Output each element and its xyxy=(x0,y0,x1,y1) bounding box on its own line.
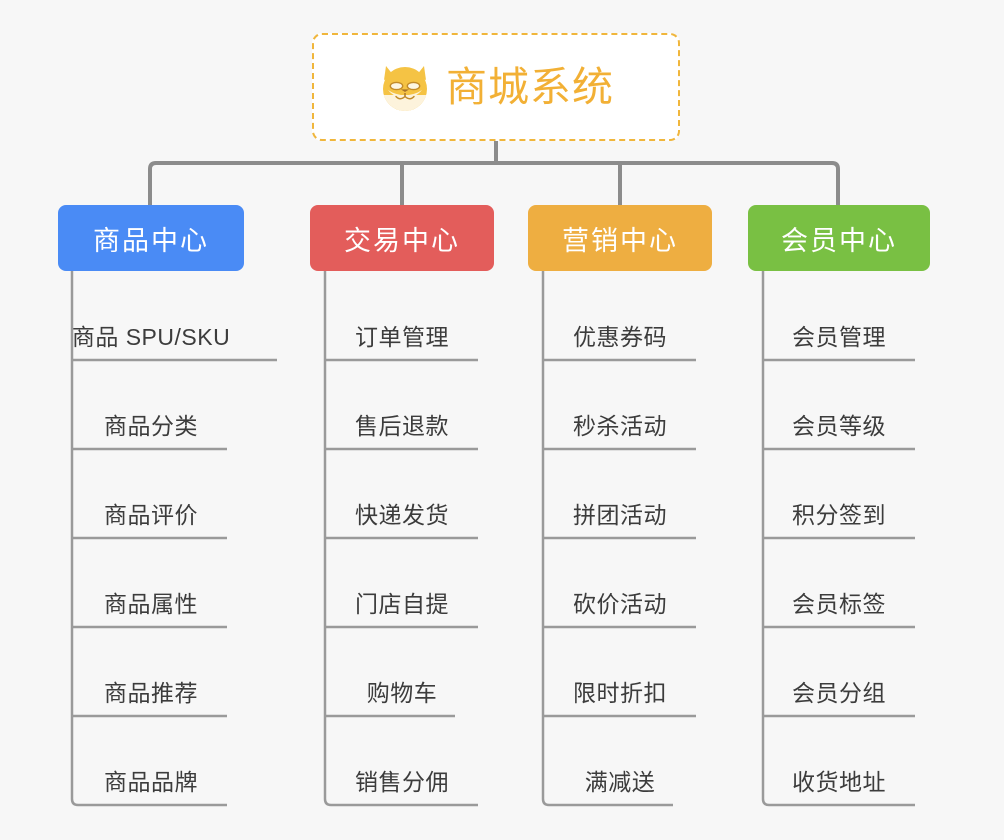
leaf-list-member-center: 会员管理会员等级积分签到会员标签会员分组收货地址 xyxy=(748,271,930,805)
leaf-label: 满减送 xyxy=(584,769,656,795)
root-node[interactable]: 商城系统 xyxy=(312,33,680,141)
leaf-label: 积分签到 xyxy=(792,502,886,528)
leaf-item[interactable]: 商品 SPU/SKU xyxy=(58,271,244,360)
leaf-label: 会员等级 xyxy=(792,413,886,439)
leaf-item[interactable]: 购物车 xyxy=(310,627,494,716)
leaf-label: 购物车 xyxy=(366,680,438,706)
category-title: 会员中心 xyxy=(781,225,897,256)
leaf-label: 商品评价 xyxy=(104,502,198,528)
leaf-item[interactable]: 满减送 xyxy=(528,716,712,805)
category-column-trade-center: 交易中心订单管理售后退款快递发货门店自提购物车销售分佣 xyxy=(310,205,494,805)
leaf-label: 会员管理 xyxy=(792,324,886,350)
leaf-label: 商品属性 xyxy=(104,591,198,617)
leaf-label: 商品 SPU/SKU xyxy=(71,324,231,350)
leaf-item[interactable]: 快递发货 xyxy=(310,449,494,538)
leaf-item[interactable]: 收货地址 xyxy=(748,716,930,805)
leaf-label: 会员分组 xyxy=(792,680,886,706)
leaf-item[interactable]: 商品属性 xyxy=(58,538,244,627)
leaf-item[interactable]: 积分签到 xyxy=(748,449,930,538)
leaf-label: 售后退款 xyxy=(355,413,449,439)
leaf-label: 秒杀活动 xyxy=(573,413,667,439)
category-title: 交易中心 xyxy=(344,225,460,256)
category-column-marketing-center: 营销中心优惠券码秒杀活动拼团活动砍价活动限时折扣满减送 xyxy=(528,205,712,805)
leaf-list-marketing-center: 优惠券码秒杀活动拼团活动砍价活动限时折扣满减送 xyxy=(528,271,712,805)
leaf-label: 商品分类 xyxy=(104,413,198,439)
leaf-label: 销售分佣 xyxy=(355,769,449,795)
category-title: 商品中心 xyxy=(93,225,209,256)
leaf-item[interactable]: 商品推荐 xyxy=(58,627,244,716)
drop-line-0 xyxy=(148,161,157,205)
shiba-dog-face-icon xyxy=(378,60,432,114)
leaf-label: 商品推荐 xyxy=(104,680,198,706)
leaf-label: 会员标签 xyxy=(792,591,886,617)
category-header-marketing-center[interactable]: 营销中心 xyxy=(528,205,712,271)
leaf-list-trade-center: 订单管理售后退款快递发货门店自提购物车销售分佣 xyxy=(310,271,494,805)
leaf-item[interactable]: 商品分类 xyxy=(58,360,244,449)
leaf-label: 收货地址 xyxy=(792,769,886,795)
leaf-item[interactable]: 售后退款 xyxy=(310,360,494,449)
leaf-item[interactable]: 会员管理 xyxy=(748,271,930,360)
leaf-label: 商品品牌 xyxy=(104,769,198,795)
category-header-product-center[interactable]: 商品中心 xyxy=(58,205,244,271)
leaf-list-product-center: 商品 SPU/SKU 商品分类商品评价商品属性商品推荐商品品牌 xyxy=(58,271,244,805)
category-header-member-center[interactable]: 会员中心 xyxy=(748,205,930,271)
leaf-item[interactable]: 秒杀活动 xyxy=(528,360,712,449)
leaf-item[interactable]: 商品品牌 xyxy=(58,716,244,805)
leaf-label: 订单管理 xyxy=(355,324,449,350)
leaf-item[interactable]: 砍价活动 xyxy=(528,538,712,627)
leaf-item[interactable]: 门店自提 xyxy=(310,538,494,627)
leaf-label: 门店自提 xyxy=(355,591,449,617)
category-title: 营销中心 xyxy=(562,225,678,256)
category-column-member-center: 会员中心会员管理会员等级积分签到会员标签会员分组收货地址 xyxy=(748,205,930,805)
category-column-product-center: 商品中心商品 SPU/SKU 商品分类商品评价商品属性商品推荐商品品牌 xyxy=(58,205,244,805)
leaf-label: 拼团活动 xyxy=(573,502,667,528)
leaf-label: 快递发货 xyxy=(355,502,449,528)
leaf-item[interactable]: 销售分佣 xyxy=(310,716,494,805)
root-title: 商城系统 xyxy=(446,63,614,110)
leaf-label: 限时折扣 xyxy=(573,680,667,706)
leaf-item[interactable]: 商品评价 xyxy=(58,449,244,538)
category-header-trade-center[interactable]: 交易中心 xyxy=(310,205,494,271)
leaf-item[interactable]: 会员标签 xyxy=(748,538,930,627)
leaf-item[interactable]: 会员等级 xyxy=(748,360,930,449)
leaf-label: 砍价活动 xyxy=(573,591,667,617)
leaf-item[interactable]: 优惠券码 xyxy=(528,271,712,360)
leaf-item[interactable]: 订单管理 xyxy=(310,271,494,360)
drop-line-3 xyxy=(831,161,840,205)
leaf-item[interactable]: 会员分组 xyxy=(748,627,930,716)
leaf-label: 优惠券码 xyxy=(573,324,667,350)
leaf-item[interactable]: 拼团活动 xyxy=(528,449,712,538)
leaf-item[interactable]: 限时折扣 xyxy=(528,627,712,716)
